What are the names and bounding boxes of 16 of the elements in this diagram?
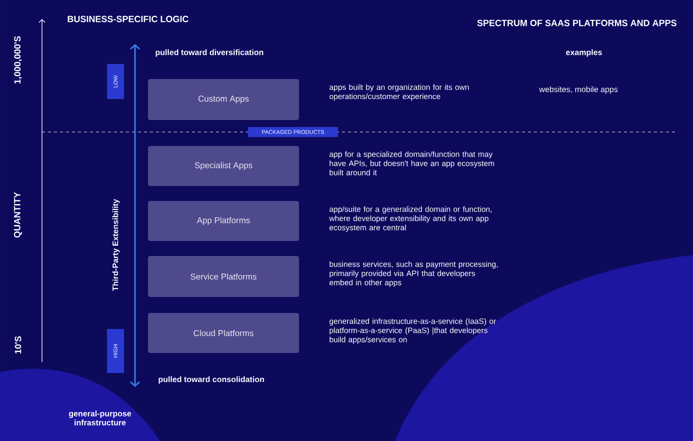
category-box: Specialist Apps xyxy=(148,146,299,186)
note: pulled toward diversification xyxy=(156,49,264,57)
example-text: websites, mobile apps xyxy=(539,86,618,94)
note: pulled toward consolidation xyxy=(158,376,264,384)
category-box: Service Platforms xyxy=(148,256,299,297)
heading: BUSINESS-SPECIFIC LOGIC xyxy=(68,16,188,22)
axis-label: 1,000,000'S xyxy=(14,36,22,84)
column-heading: examples xyxy=(566,49,602,57)
title: SPECTRUM OF SAAS PLATFORMS AND APPS xyxy=(477,20,676,26)
axis-label: QUANTITY xyxy=(14,192,22,238)
category-box: App Platforms xyxy=(148,201,299,241)
category-box: Custom Apps xyxy=(148,79,299,120)
note: general-purpose infrastructure xyxy=(69,410,132,426)
category-box: Cloud Platforms xyxy=(148,313,299,353)
axis-label: Third-Party Extensibility xyxy=(112,199,120,291)
axis-label: 10'S xyxy=(14,336,22,354)
